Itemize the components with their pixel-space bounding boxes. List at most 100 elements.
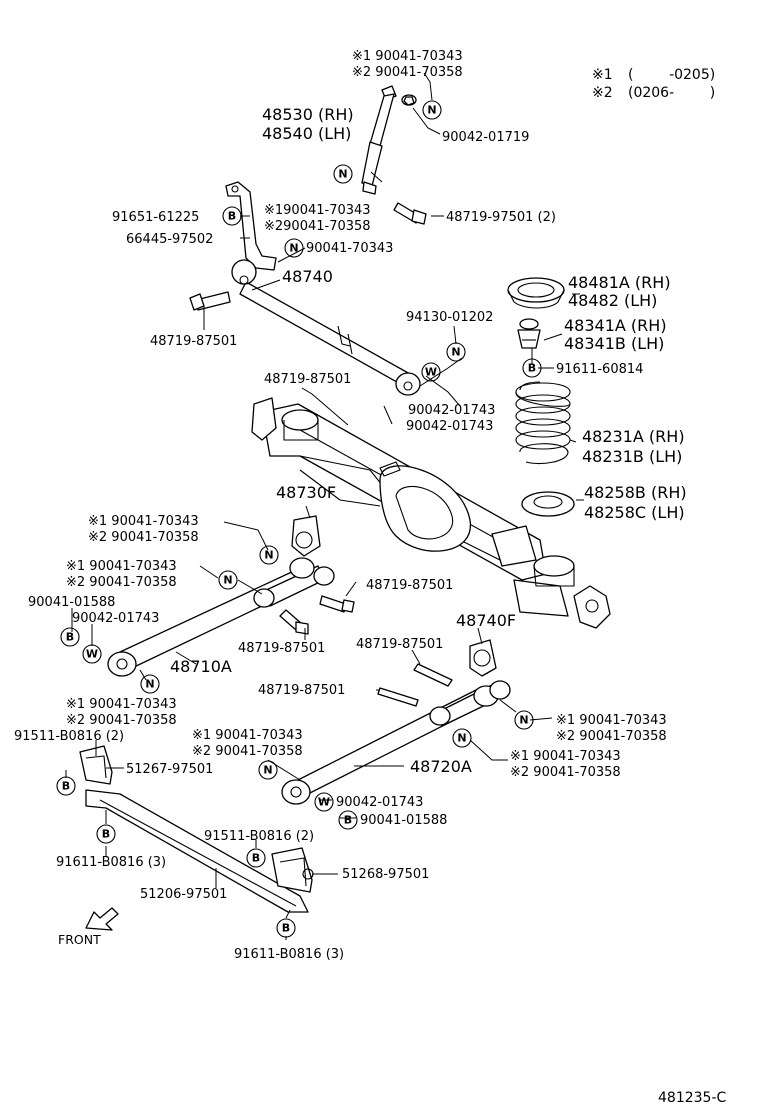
crossmember-drawing <box>79 745 314 913</box>
part-label: 90041-01588 <box>28 595 115 610</box>
part-label: 91511-B0816 (2) <box>14 729 124 744</box>
part-label: 94130-01202 <box>406 310 493 325</box>
part-label: 48530 (RH) <box>262 105 354 124</box>
nut-marker: N <box>259 545 279 565</box>
part-label: 51267-97501 <box>126 762 213 777</box>
part-label: ※2 90041-70358 <box>88 530 199 545</box>
part-label: ※290041-70358 <box>264 219 371 234</box>
leader-lines <box>65 72 584 940</box>
svg-text:N: N <box>264 549 273 562</box>
part-label: 91611-B0816 (3) <box>56 855 166 870</box>
svg-text:W: W <box>86 648 98 661</box>
bolt-marker: B <box>276 918 296 938</box>
part-label: 48730F <box>276 483 336 502</box>
bolt-marker: B <box>246 848 266 868</box>
legend-mark-1: ※1 <box>592 67 613 83</box>
bolt-marker: B <box>56 776 76 796</box>
part-labels: ※1 90041-70343 ※2 90041-70358 48530 (RH)… <box>14 49 687 962</box>
part-label: 48719-97501 (2) <box>446 210 556 225</box>
legend-mark-2: ※2 <box>592 85 613 101</box>
part-label: 48231B (LH) <box>582 447 682 466</box>
svg-text:B: B <box>528 362 536 375</box>
spring-parts-drawing <box>507 277 575 517</box>
svg-text:N: N <box>145 678 154 691</box>
nut-marker: N <box>333 164 353 184</box>
svg-text:B: B <box>344 814 352 827</box>
svg-text:N: N <box>519 714 528 727</box>
nut-marker: N <box>422 100 442 120</box>
part-label: ※2 90041-70358 <box>510 765 621 780</box>
part-label: 90042-01743 <box>408 403 495 418</box>
part-label: 48720A <box>410 757 472 776</box>
part-label: 48719-87501 <box>258 683 345 698</box>
part-label: ※2 90041-70358 <box>352 65 463 80</box>
part-label: 91511-B0816 (2) <box>204 829 314 844</box>
svg-text:N: N <box>338 168 347 181</box>
front-arrow-icon <box>85 907 119 931</box>
part-label: ※1 90041-70343 <box>192 728 303 743</box>
bolt-marker: B <box>96 824 116 844</box>
nut-marker: N <box>446 342 466 362</box>
bolt-marker: B <box>338 810 358 830</box>
part-label: 90042-01743 <box>406 419 493 434</box>
svg-text:N: N <box>263 764 272 777</box>
part-label: ※2 90041-70358 <box>66 575 177 590</box>
part-label: 90041-70343 <box>306 241 393 256</box>
part-label: 90042-01743 <box>72 611 159 626</box>
bolt-marker: B <box>522 358 542 378</box>
part-label: 48719-87501 <box>356 637 443 652</box>
legend-range-2: (0206- ) <box>628 85 715 101</box>
washer-marker: W <box>82 644 102 664</box>
part-label: ※190041-70343 <box>264 203 371 218</box>
svg-text:B: B <box>62 780 70 793</box>
front-label: FRONT <box>58 932 101 947</box>
axle-housing-drawing <box>251 397 611 629</box>
part-label: 48710A <box>170 657 232 676</box>
part-label: 48740 <box>282 267 333 286</box>
legend-range-1: ( -0205) <box>628 67 715 83</box>
part-label: 48258C (LH) <box>584 503 685 522</box>
part-label: 51206-97501 <box>140 887 227 902</box>
svg-text:N: N <box>451 346 460 359</box>
lateral-rod-drawing <box>189 259 421 396</box>
nut-marker: N <box>284 238 304 258</box>
svg-text:B: B <box>282 922 290 935</box>
svg-text:W: W <box>425 366 437 379</box>
part-label: 48719-87501 <box>366 578 453 593</box>
washer-marker: W <box>314 792 334 812</box>
svg-text:N: N <box>223 574 232 587</box>
bracket-drawing <box>225 181 277 271</box>
shock-absorber-drawing <box>361 85 427 225</box>
part-label: 48740F <box>456 611 516 630</box>
part-label: ※1 90041-70343 <box>88 514 199 529</box>
nut-marker: N <box>140 674 160 694</box>
part-label: ※1 90041-70343 <box>510 749 621 764</box>
part-label: 48341B (LH) <box>564 334 664 353</box>
svg-text:N: N <box>427 104 436 117</box>
part-label: 90041-01588 <box>360 813 447 828</box>
part-label: 48481A (RH) <box>568 273 671 292</box>
part-label: 91611-B0816 (3) <box>234 947 344 962</box>
figure-id: 481235-C <box>658 1090 726 1106</box>
svg-text:W: W <box>318 796 330 809</box>
part-label: ※2 90041-70358 <box>556 729 667 744</box>
nut-marker: N <box>514 710 534 730</box>
part-label: 66445-97502 <box>126 232 213 247</box>
part-label: 48719-87501 <box>264 372 351 387</box>
nut-marker: N <box>452 728 472 748</box>
upper-arm-drawing <box>107 515 355 677</box>
markers: N N B N N B W N N B W N N N N B W B B B … <box>56 100 542 938</box>
part-label: 91651-61225 <box>112 210 199 225</box>
part-label: ※1 90041-70343 <box>352 49 463 64</box>
svg-text:B: B <box>252 852 260 865</box>
bolt-marker: B <box>222 206 242 226</box>
part-label: 48258B (RH) <box>584 483 687 502</box>
part-label: 48231A (RH) <box>582 427 685 446</box>
part-label: 48719-87501 <box>238 641 325 656</box>
part-label: 48341A (RH) <box>564 316 667 335</box>
nut-marker: N <box>258 760 278 780</box>
svg-text:B: B <box>102 828 110 841</box>
part-label: 91611-60814 <box>556 362 643 377</box>
lower-arm-drawing <box>281 639 511 805</box>
